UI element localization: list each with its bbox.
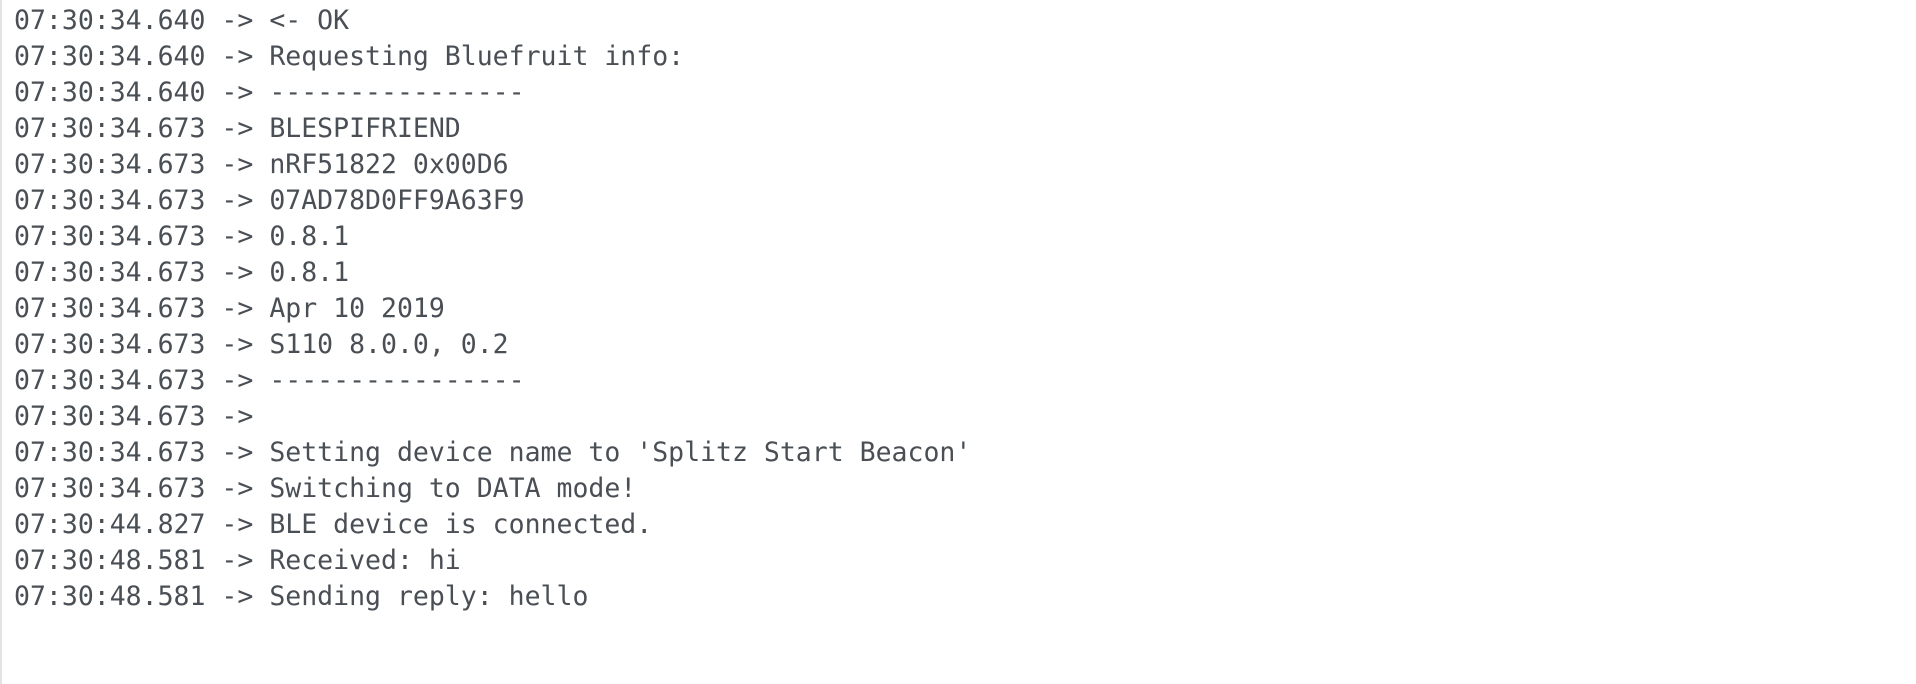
log-arrow: ->	[221, 293, 254, 324]
log-timestamp: 07:30:48.581	[14, 545, 206, 576]
log-message: Sending reply: hello	[269, 581, 589, 612]
log-message: 0.8.1	[269, 221, 350, 252]
log-timestamp: 07:30:34.673	[14, 437, 206, 468]
log-arrow: ->	[221, 365, 254, 396]
log-line: 07:30:34.673 -> 07AD78D0FF9A63F9	[14, 183, 1916, 219]
log-message: 0.8.1	[269, 257, 350, 288]
log-message: BLE device is connected.	[269, 509, 653, 540]
log-line: 07:30:34.673 -> nRF51822 0x00D6	[14, 147, 1916, 183]
log-timestamp: 07:30:34.673	[14, 185, 206, 216]
log-arrow: ->	[221, 329, 254, 360]
log-line: 07:30:44.827 -> BLE device is connected.	[14, 507, 1916, 543]
log-message: ----------------	[269, 77, 525, 108]
log-message: nRF51822 0x00D6	[269, 149, 509, 180]
log-message: S110 8.0.0, 0.2	[269, 329, 509, 360]
log-arrow: ->	[221, 41, 254, 72]
log-line: 07:30:34.640 -> Requesting Bluefruit inf…	[14, 39, 1916, 75]
log-arrow: ->	[221, 437, 254, 468]
log-message: ----------------	[269, 365, 525, 396]
log-arrow: ->	[221, 473, 254, 504]
log-timestamp: 07:30:34.640	[14, 41, 206, 72]
log-timestamp: 07:30:34.673	[14, 257, 206, 288]
log-message: Requesting Bluefruit info:	[269, 41, 685, 72]
log-arrow: ->	[221, 149, 254, 180]
log-timestamp: 07:30:34.673	[14, 365, 206, 396]
log-arrow: ->	[221, 581, 254, 612]
log-timestamp: 07:30:34.673	[14, 329, 206, 360]
log-arrow: ->	[221, 185, 254, 216]
log-timestamp: 07:30:34.673	[14, 293, 206, 324]
log-arrow: ->	[221, 545, 254, 576]
log-timestamp: 07:30:34.640	[14, 5, 206, 36]
log-arrow: ->	[221, 509, 254, 540]
log-line: 07:30:34.673 -> S110 8.0.0, 0.2	[14, 327, 1916, 363]
log-message: Apr 10 2019	[269, 293, 445, 324]
log-message: Switching to DATA mode!	[269, 473, 637, 504]
log-message: 07AD78D0FF9A63F9	[269, 185, 525, 216]
log-message: <- OK	[269, 5, 350, 36]
log-timestamp: 07:30:48.581	[14, 581, 206, 612]
log-timestamp: 07:30:34.673	[14, 473, 206, 504]
log-arrow: ->	[221, 221, 254, 252]
log-line: 07:30:34.673 -> ----------------	[14, 363, 1916, 399]
log-message: Setting device name to 'Splitz Start Bea…	[269, 437, 972, 468]
log-arrow: ->	[221, 401, 254, 432]
log-timestamp: 07:30:34.673	[14, 113, 206, 144]
log-timestamp: 07:30:34.673	[14, 401, 206, 432]
log-timestamp: 07:30:44.827	[14, 509, 206, 540]
log-timestamp: 07:30:34.673	[14, 149, 206, 180]
log-line: 07:30:34.673 -> BLESPIFRIEND	[14, 111, 1916, 147]
log-line: 07:30:34.673 ->	[14, 399, 1916, 435]
log-message: BLESPIFRIEND	[269, 113, 461, 144]
log-line: 07:30:34.673 -> 0.8.1	[14, 219, 1916, 255]
log-arrow: ->	[221, 5, 254, 36]
log-message: Received: hi	[269, 545, 461, 576]
log-timestamp: 07:30:34.673	[14, 221, 206, 252]
log-line: 07:30:34.673 -> Setting device name to '…	[14, 435, 1916, 471]
log-arrow: ->	[221, 77, 254, 108]
log-line: 07:30:34.640 -> <- OK	[14, 3, 1916, 39]
log-timestamp: 07:30:34.640	[14, 77, 206, 108]
log-line: 07:30:48.581 -> Sending reply: hello	[14, 579, 1916, 615]
log-line: 07:30:34.640 -> ----------------	[14, 75, 1916, 111]
log-arrow: ->	[221, 113, 254, 144]
log-line: 07:30:34.673 -> Apr 10 2019	[14, 291, 1916, 327]
log-arrow: ->	[221, 257, 254, 288]
log-line: 07:30:34.673 -> 0.8.1	[14, 255, 1916, 291]
log-line: 07:30:48.581 -> Received: hi	[14, 543, 1916, 579]
log-line: 07:30:34.673 -> Switching to DATA mode!	[14, 471, 1916, 507]
